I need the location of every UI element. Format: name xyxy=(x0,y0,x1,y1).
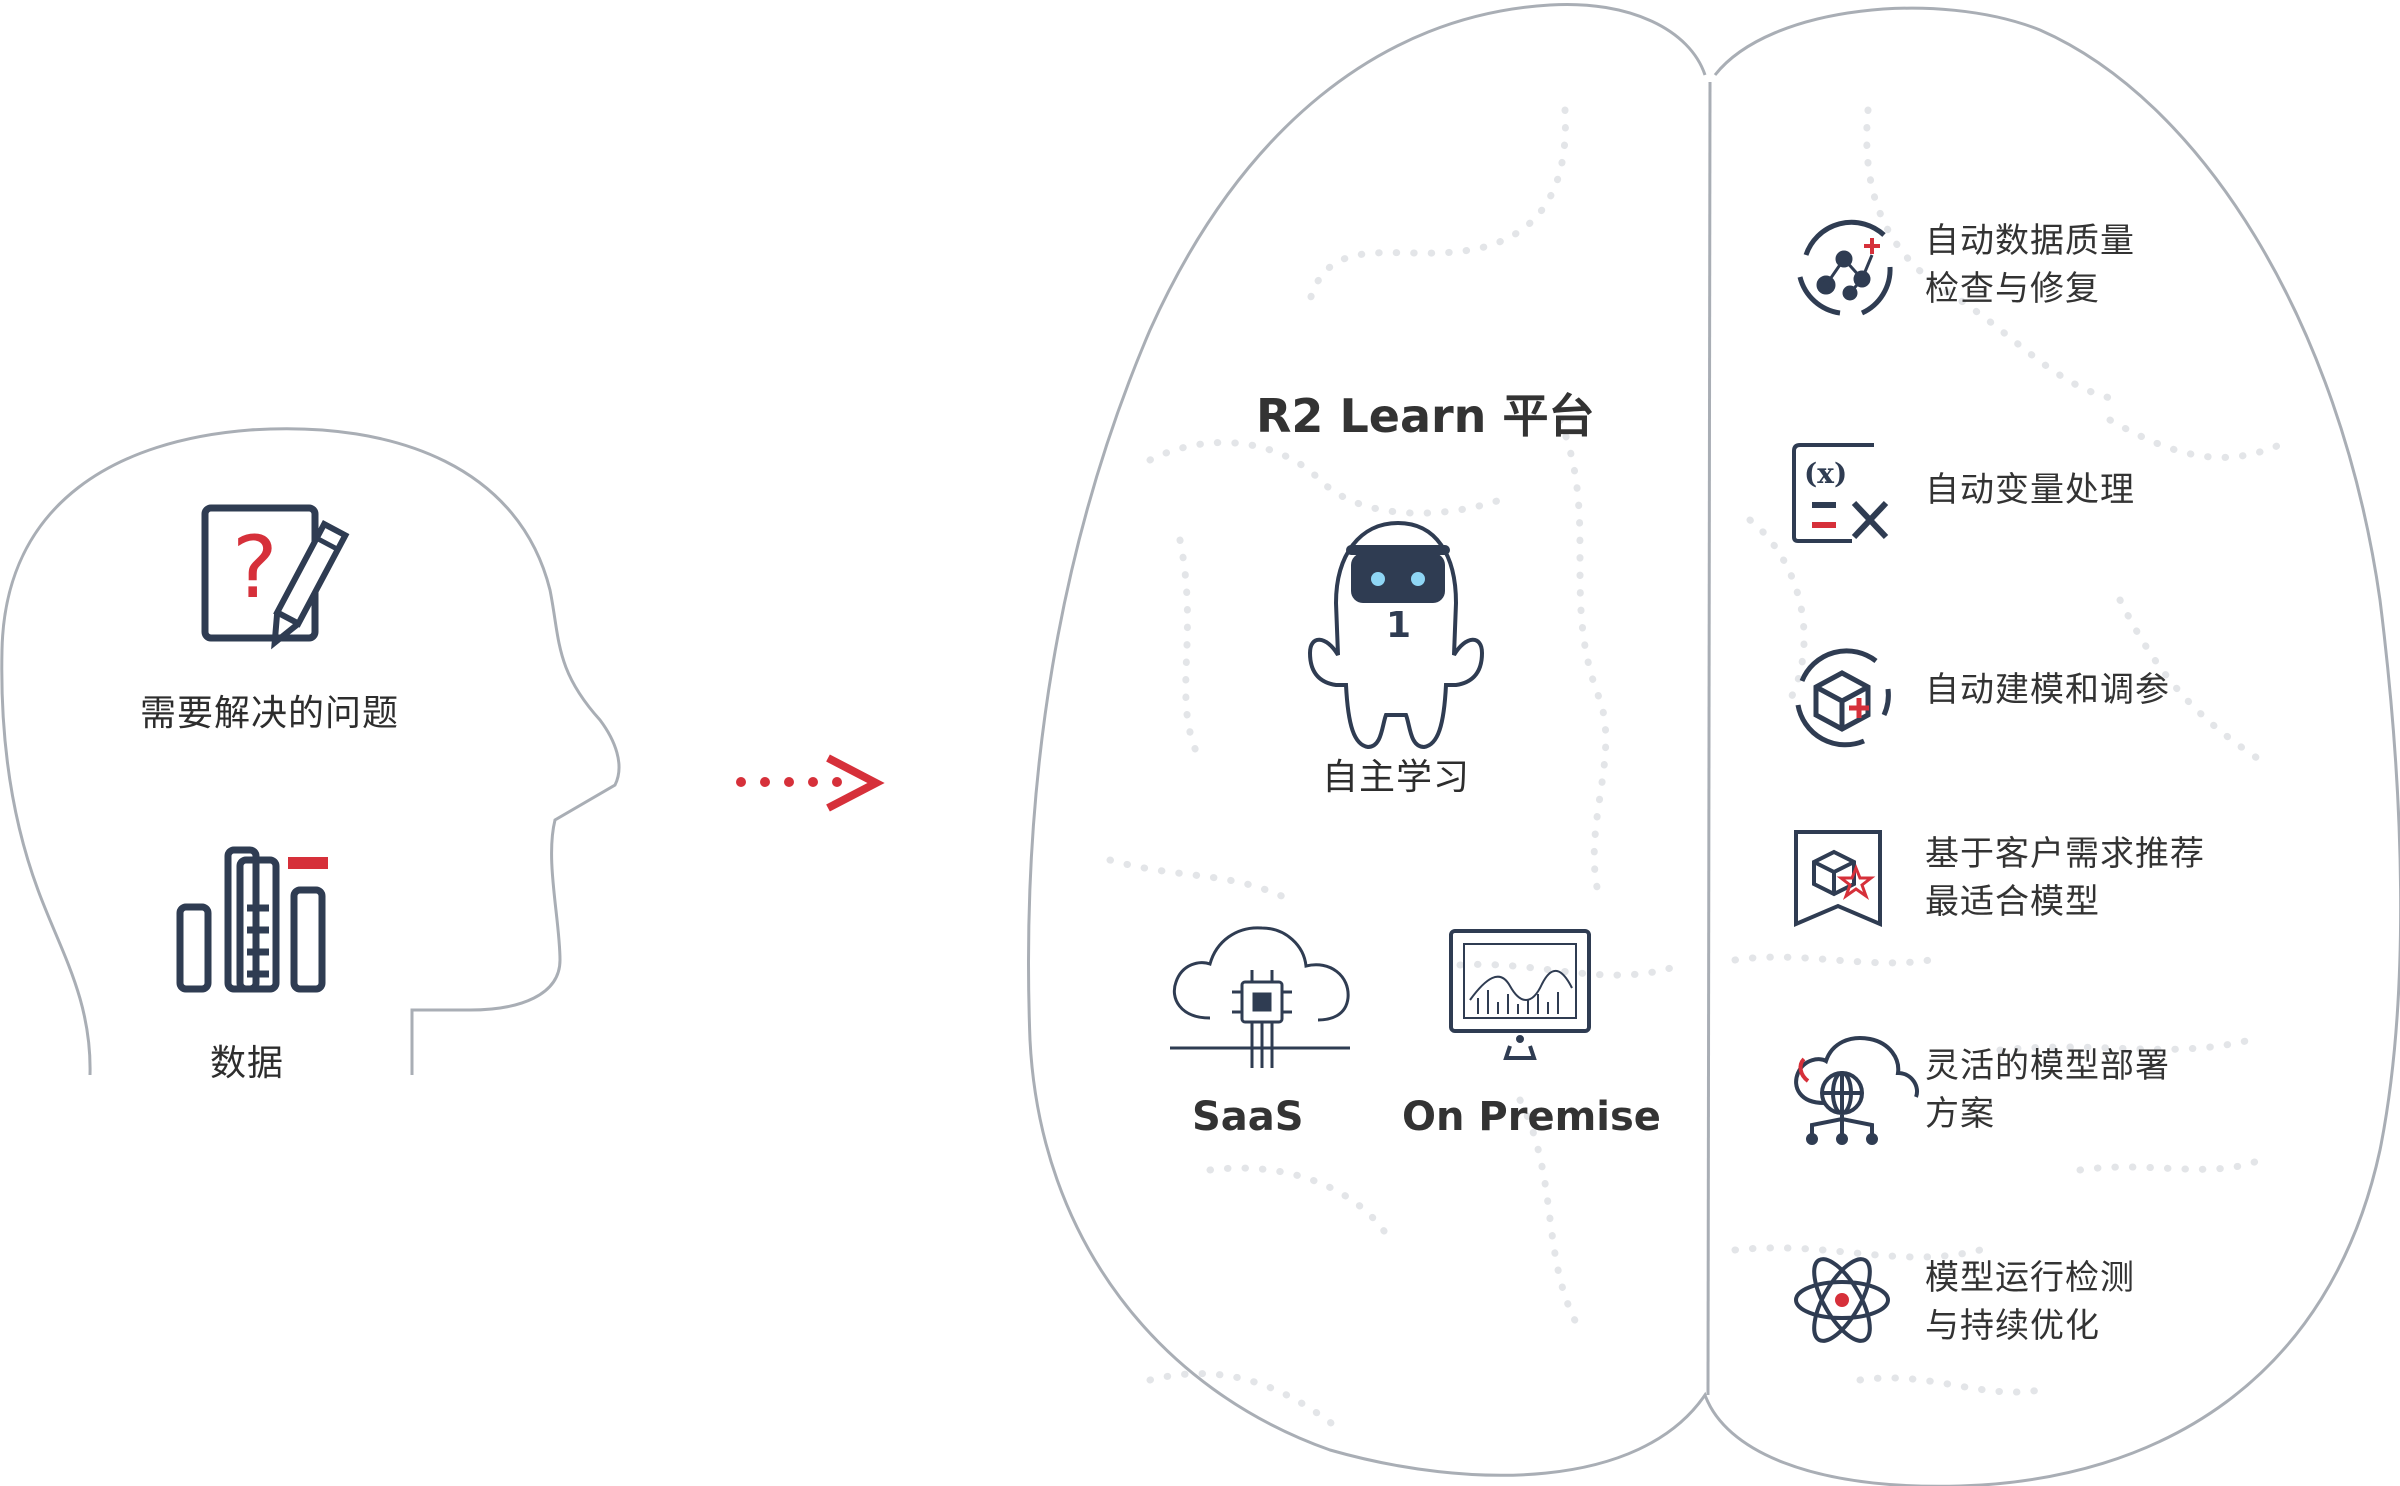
cloud-chip-icon xyxy=(1170,926,1350,1068)
autonomous-label: 自主学习 xyxy=(1322,757,1471,798)
svg-text:?: ? xyxy=(232,518,278,618)
feature-line: 与持续优化 xyxy=(1925,1306,2100,1346)
atom-core xyxy=(1835,1293,1849,1307)
arrow xyxy=(736,754,885,812)
monitor-icon xyxy=(1449,929,1591,1060)
data-bars-accent xyxy=(288,857,328,869)
feature-data-quality: 自动数据质量 检查与修复 xyxy=(1925,217,2135,313)
variable-tools-icon: (x) xyxy=(1792,443,1889,543)
feature-line: 基于客户需求推荐 xyxy=(1925,834,2205,874)
robot-mascot-icon xyxy=(1307,520,1485,750)
feature-auto-modeling: 自动建模和调参 xyxy=(1925,666,2170,714)
feature-line: 方案 xyxy=(1925,1094,1995,1134)
feature-line: 最适合模型 xyxy=(1925,882,2100,922)
data-label: 数据 xyxy=(210,1043,285,1084)
recommend-star xyxy=(1836,863,1876,900)
atom-monitor-icon xyxy=(1794,1257,1890,1343)
feature-flexible-deploy: 灵活的模型部署 方案 xyxy=(1925,1042,2170,1138)
data-bars-icon xyxy=(176,846,326,993)
feature-monitor-optimize: 模型运行检测 与持续优化 xyxy=(1925,1254,2135,1350)
recommend-badge-icon xyxy=(1794,830,1882,928)
onpremise-label: On Premise xyxy=(1402,1094,1661,1140)
model-cube-plus xyxy=(1849,698,1869,718)
network-nodes-icon xyxy=(1797,219,1893,316)
saas-label: SaaS xyxy=(1192,1094,1304,1140)
brain-divider xyxy=(1706,81,1712,1396)
head-outline xyxy=(0,427,621,1076)
feature-line: 模型运行检测 xyxy=(1925,1258,2135,1298)
feature-line: 灵活的模型部署 xyxy=(1925,1046,2170,1086)
model-cube-icon xyxy=(1795,648,1891,748)
feature-line: 自动数据质量 xyxy=(1925,221,2135,261)
question-pencil-icon: ? xyxy=(201,504,350,650)
feature-variable-processing: 自动变量处理 xyxy=(1925,466,2135,514)
feature-line: 检查与修复 xyxy=(1925,269,2100,309)
neural-paths xyxy=(1106,106,2294,1434)
svg-text:(x): (x) xyxy=(1804,457,1847,490)
problem-label: 需要解决的问题 xyxy=(140,693,400,734)
platform-title: R2 Learn 平台 xyxy=(1256,389,1595,443)
feature-model-recommend: 基于客户需求推荐 最适合模型 xyxy=(1925,830,2205,926)
feature-line: 自动变量处理 xyxy=(1925,470,2135,510)
robot-badge: 1 xyxy=(1386,605,1412,646)
brain-outline xyxy=(1027,2,2400,1486)
network-nodes-plus xyxy=(1864,238,1880,254)
cloud-deploy-icon xyxy=(1794,1036,1919,1145)
feature-line: 自动建模和调参 xyxy=(1925,670,2170,710)
